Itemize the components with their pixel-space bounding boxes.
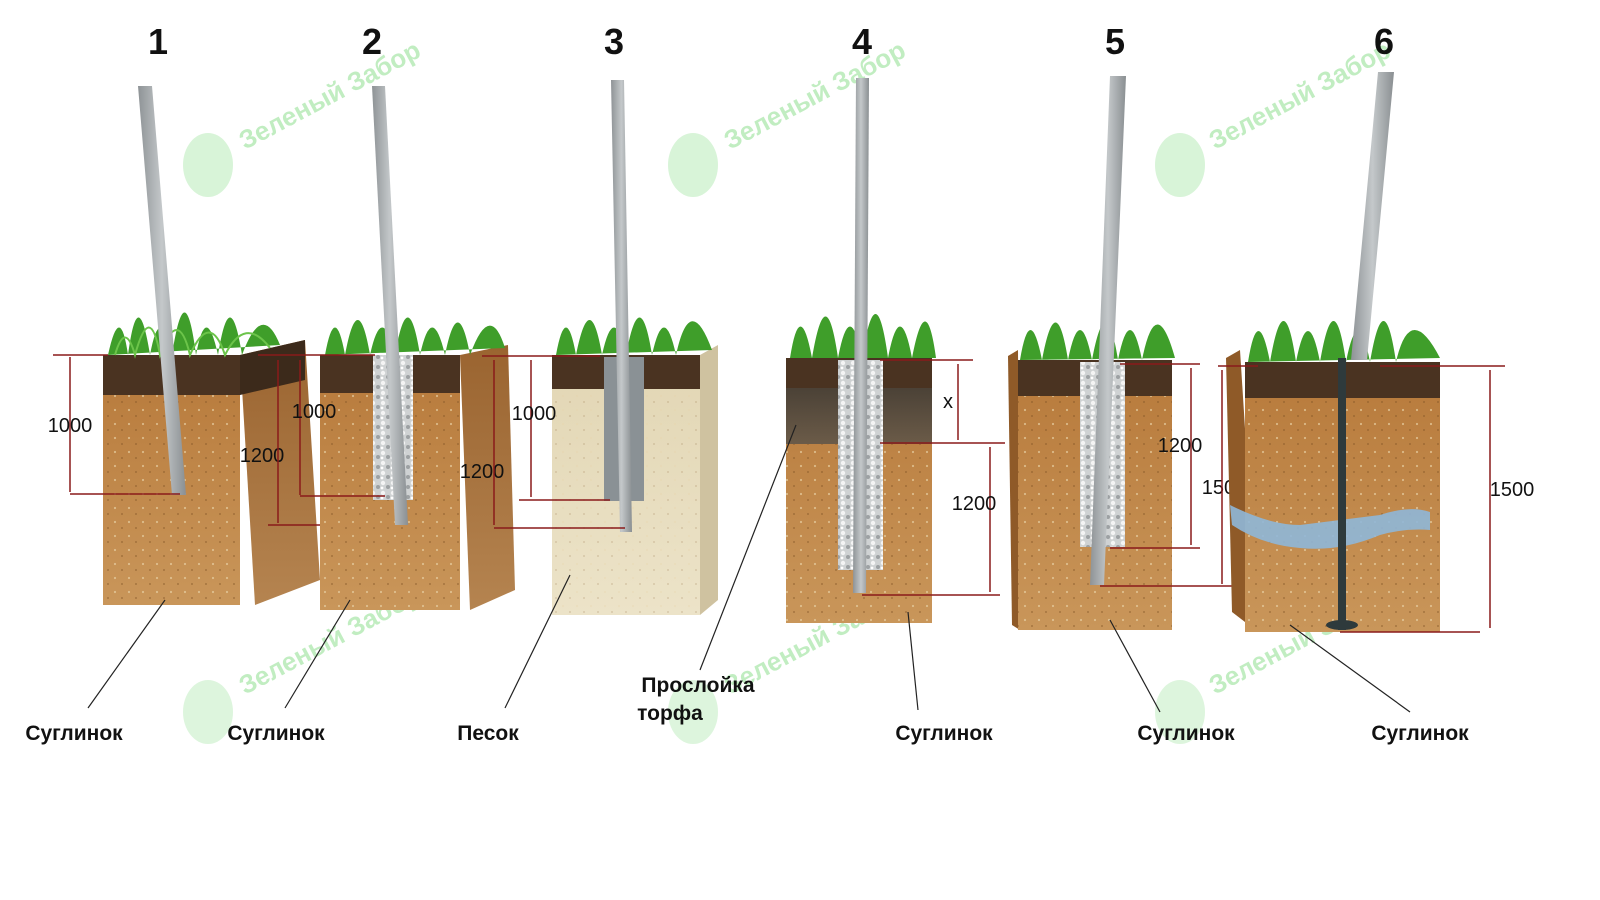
watermark-text: Зеленый Забор — [234, 34, 426, 155]
column-number: 2 — [362, 21, 382, 62]
column-number: 3 — [604, 21, 624, 62]
depth-label: 1200 — [952, 493, 997, 515]
fence-post — [1090, 76, 1126, 585]
column-6: 6 1500 Суглинок — [1218, 21, 1534, 745]
label-leader — [1289, 624, 1411, 713]
soil-label: Суглинок — [1137, 722, 1235, 745]
watermark-text: Зеленый Забор — [1204, 34, 1396, 155]
screw-pile-blade — [1326, 620, 1358, 630]
dimension-lines — [1100, 363, 1235, 587]
column-number: 5 — [1105, 21, 1125, 62]
label-leader — [284, 599, 351, 709]
grass — [325, 317, 505, 355]
depth-label: 1500 — [1490, 479, 1535, 501]
fence-post — [611, 80, 632, 532]
column-number: 6 — [1374, 21, 1394, 62]
dimension-lines — [258, 354, 385, 523]
depth-label: x — [943, 391, 953, 413]
depth-label: 1200 — [1158, 435, 1203, 457]
watermark-logo-icon — [183, 133, 1205, 744]
soil-block — [1226, 350, 1440, 632]
soil-label: Суглинок — [895, 722, 993, 745]
grass — [1248, 321, 1440, 362]
grass — [556, 317, 712, 355]
column-number: 4 — [852, 21, 872, 62]
peat-layer-label: Прослойка — [641, 674, 754, 697]
column-number: 1 — [148, 21, 168, 62]
column-3: 3 1000 1200 Песок — [457, 21, 718, 745]
dimension-lines — [862, 359, 1005, 596]
label-leader — [699, 424, 797, 671]
fence-post — [1351, 72, 1394, 360]
peat-layer-label: торфа — [637, 702, 703, 725]
label-leader — [87, 599, 166, 709]
soil-label: Суглинок — [1371, 722, 1469, 745]
label-leader — [1109, 619, 1161, 713]
grass — [790, 314, 936, 358]
label-leader — [504, 574, 571, 709]
screw-pile — [1338, 358, 1346, 630]
column-2: 2 1000 1200 Суглинок — [227, 21, 515, 745]
soil-label: Песок — [457, 722, 519, 745]
fence-post — [372, 86, 408, 525]
soil-label: Суглинок — [227, 722, 325, 745]
grass — [1020, 322, 1175, 360]
dimension-lines — [1218, 365, 1505, 633]
column-4: 4 x 1200 Прослойка торфа Суглинок — [637, 21, 1005, 745]
grass — [108, 312, 280, 359]
groundwater-layer — [1230, 505, 1430, 549]
watermark-text: Зеленый Забор — [719, 34, 911, 155]
depth-label: 1000 — [512, 403, 557, 425]
depth-label: 1000 — [292, 401, 337, 423]
depth-label: 1000 — [48, 415, 93, 437]
soil-label: Суглинок — [25, 722, 123, 745]
fence-post — [853, 78, 869, 593]
label-leader — [907, 611, 919, 711]
depth-label: 1200 — [240, 445, 285, 467]
fence-post — [138, 86, 186, 495]
dimension-lines — [482, 355, 625, 529]
soil-block — [103, 340, 320, 605]
column-5: 5 1200 1500 Суглинок — [1008, 21, 1246, 745]
depth-label: 1200 — [460, 461, 505, 483]
